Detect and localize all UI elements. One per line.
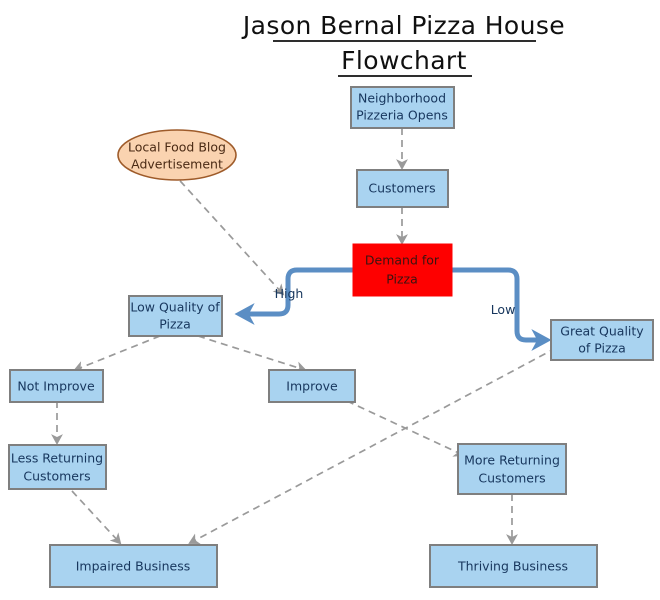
node-label-line-1: Local Food Blog [128, 140, 226, 155]
node-label-line-1: Not Improve [17, 379, 95, 394]
node-customers[interactable]: Customers [356, 169, 449, 208]
node-box[interactable] [128, 295, 223, 337]
node-label-line-2: Pizzeria Opens [356, 108, 448, 123]
node-demand-for-pizza[interactable]: Demand for Pizza [352, 243, 453, 297]
edges-dashed [51, 128, 557, 545]
edge-advertisement-to-demand [171, 171, 285, 296]
node-box[interactable] [8, 444, 107, 490]
edge-lessreturning-to-impaired [71, 490, 122, 545]
node-thriving-business[interactable]: Thriving Business [429, 544, 598, 588]
node-box[interactable] [9, 369, 104, 403]
node-label-line-1: Thriving Business [457, 559, 568, 574]
node-label-line-1: Less Returning [11, 451, 103, 466]
node-box[interactable] [429, 544, 598, 588]
edge-demand-low-to-greatquality [452, 267, 552, 352]
node-label-line-1: More Returning [464, 453, 560, 468]
node-label-line-2: Customers [478, 471, 545, 486]
node-box[interactable] [352, 243, 453, 297]
node-not-improve[interactable]: Not Improve [9, 369, 104, 403]
edge-label-high: High [275, 286, 304, 301]
node-more-returning-customers[interactable]: More Returning Customers [457, 443, 567, 495]
node-box[interactable] [350, 86, 455, 129]
title-line-2: Flowchart [341, 46, 467, 75]
node-label-line-1: Demand for [365, 253, 440, 268]
node-box[interactable] [550, 319, 654, 361]
node-label-line-2: Pizza [159, 317, 191, 332]
node-label-line-2: Customers [23, 469, 90, 484]
node-box[interactable] [49, 544, 218, 588]
node-label-line-1: Improve [286, 379, 338, 394]
node-box[interactable] [457, 443, 567, 495]
edge-lowquality-to-improve [197, 335, 307, 373]
node-neighborhood-pizzeria-opens[interactable]: Neighborhood Pizzeria Opens [350, 86, 455, 129]
node-impaired-business[interactable]: Impaired Business [49, 544, 218, 588]
title-line-1: Jason Bernal Pizza House [241, 11, 565, 40]
node-label-line-1: Great Quality [560, 324, 644, 339]
edges-blue: High Low [234, 267, 552, 352]
node-great-quality-of-pizza[interactable]: Great Quality of Pizza [550, 319, 654, 361]
node-less-returning-customers[interactable]: Less Returning Customers [8, 444, 107, 490]
chart-title: Jason Bernal Pizza House Flowchart [241, 11, 565, 77]
node-ellipse[interactable] [117, 129, 237, 181]
node-low-quality-of-pizza[interactable]: Low Quality of Pizza [128, 295, 223, 337]
node-label-line-1: Low Quality of [130, 300, 220, 315]
edge-lowquality-to-notimprove [73, 335, 161, 373]
edge-label-low: Low [491, 302, 516, 317]
node-label-line-1: Neighborhood [358, 91, 446, 106]
node-label-line-2: Advertisement [131, 157, 223, 172]
node-improve[interactable]: Improve [268, 369, 356, 403]
node-box[interactable] [268, 369, 356, 403]
node-local-food-blog-advertisement[interactable]: Local Food Blog Advertisement [117, 129, 237, 181]
node-label-line-1: Impaired Business [76, 559, 191, 574]
node-label-line-2: of Pizza [578, 341, 626, 356]
edge-demand-high-to-lowquality [234, 267, 353, 326]
node-label-line-2: Pizza [386, 272, 418, 287]
node-label-line-1: Customers [368, 181, 435, 196]
node-box[interactable] [356, 169, 449, 208]
edge-greatquality-to-impaired [188, 347, 557, 545]
